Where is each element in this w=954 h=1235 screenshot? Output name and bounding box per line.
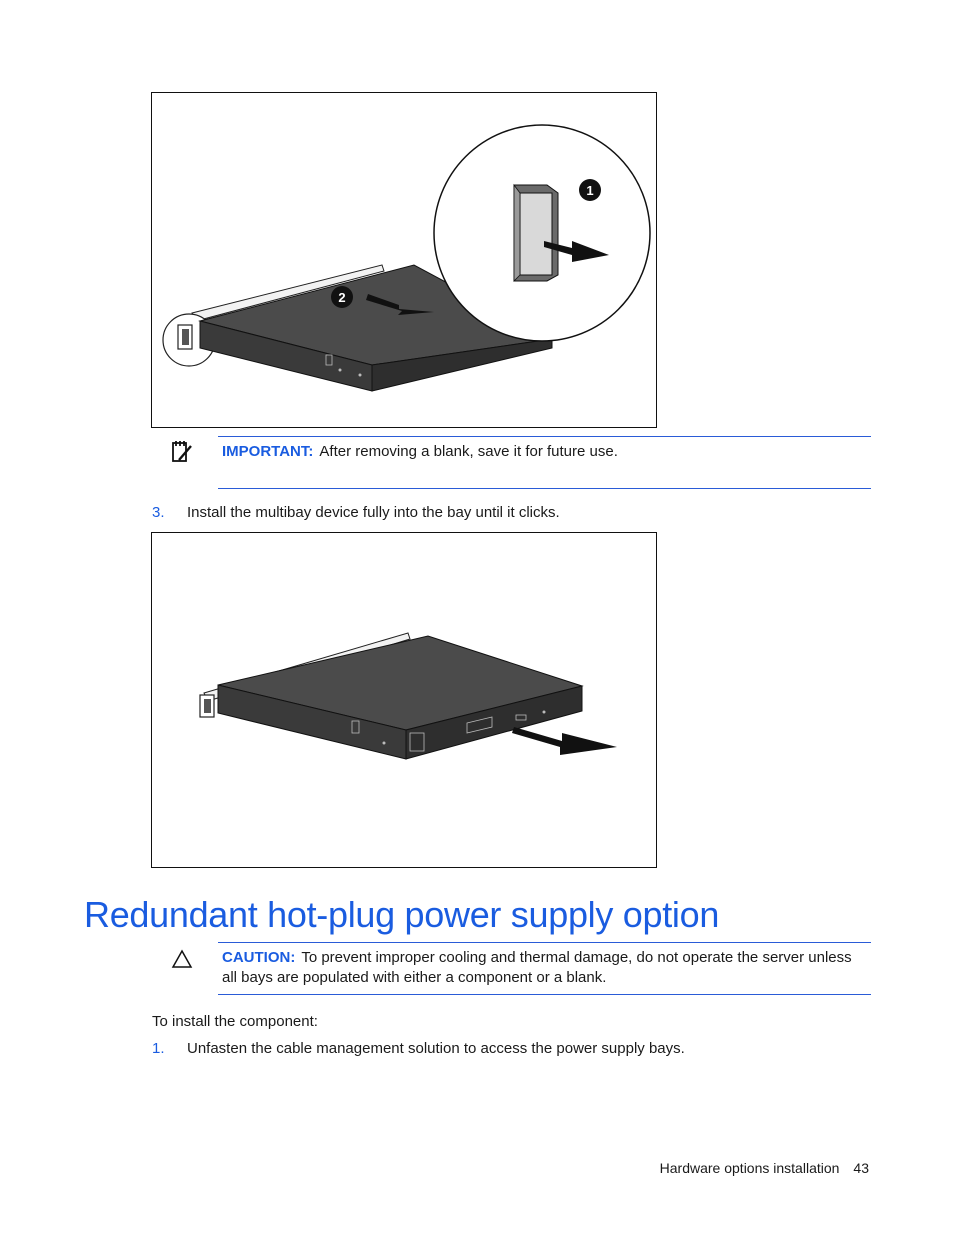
step-1: 1. Unfasten the cable management solution… <box>152 1039 685 1059</box>
step-1-text: Unfasten the cable management solution t… <box>187 1040 685 1057</box>
callout-1: 1 <box>586 183 593 198</box>
important-text: After removing a blank, save it for futu… <box>319 443 618 460</box>
intro-text: To install the component: <box>152 1013 318 1030</box>
step-3-text: Install the multibay device fully into t… <box>187 504 560 521</box>
figure-install-device <box>151 532 657 868</box>
section-title: Redundant hot-plug power supply option <box>84 894 720 935</box>
caution-label: CAUTION: <box>222 949 296 966</box>
callout-1-icon <box>579 179 601 201</box>
step-1-number: 1. <box>152 1040 165 1057</box>
important-note: IMPORTANT: After removing a blank, save i… <box>218 436 871 489</box>
step-3: 3. Install the multibay device fully into… <box>152 503 560 523</box>
page-footer: Hardware options installation 43 <box>660 1158 869 1178</box>
caution-icon <box>171 949 193 968</box>
caution-note: CAUTION:To prevent improper cooling and … <box>218 942 871 995</box>
caution-text: To prevent improper cooling and thermal … <box>222 949 852 986</box>
important-icon <box>172 441 192 462</box>
important-label: IMPORTANT: <box>222 443 314 460</box>
callout-2: 2 <box>338 290 345 305</box>
callout-2-icon <box>331 286 353 308</box>
figure-remove-blank: 1 2 <box>151 92 657 428</box>
illustration-remove-blank: 1 2 <box>162 124 651 392</box>
footer-section: Hardware options installation <box>659 1160 840 1176</box>
illustration-install-device <box>199 632 617 760</box>
step-3-number: 3. <box>152 504 165 521</box>
page-number: 43 <box>853 1160 869 1176</box>
